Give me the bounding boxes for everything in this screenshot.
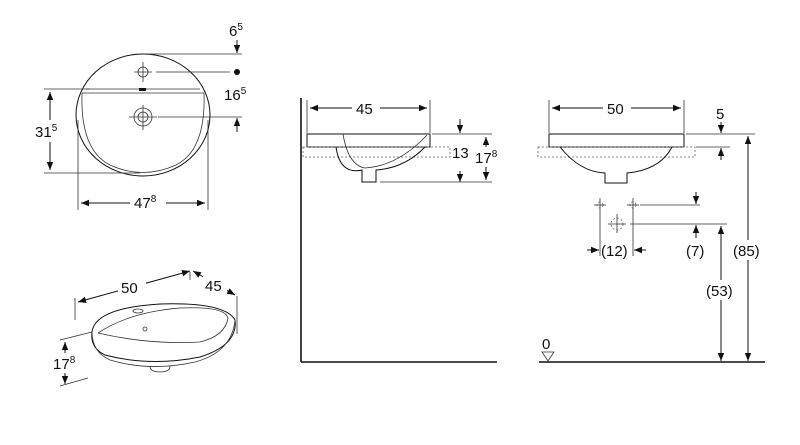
dim-supply-height: (53)	[706, 283, 733, 300]
drain-outlet-icon	[608, 214, 626, 233]
dim-top-width: 478	[134, 194, 157, 212]
dim-top-depth: 315	[35, 123, 58, 141]
dim-bowl-depth: 13	[452, 145, 469, 162]
countertop-outline	[302, 146, 451, 158]
level-marker-icon	[541, 351, 555, 362]
basin-rim-front	[548, 133, 685, 148]
basin-perspective-outline	[91, 303, 236, 362]
dim-perspective-depth: 45	[205, 278, 222, 295]
reference-dot-icon	[234, 69, 240, 75]
dim-side-depth: 45	[356, 101, 373, 118]
perspective-view: 50 45 178	[50, 270, 238, 387]
tap-hole-icon	[134, 62, 152, 82]
side-view: 45 13 178	[300, 98, 503, 363]
supply-valve-icon	[594, 198, 606, 212]
dim-supply-offset: (7)	[686, 243, 704, 260]
supply-valve-icon	[627, 198, 639, 212]
top-view: 65 165 315 478	[30, 22, 247, 213]
basin-bowl	[81, 92, 205, 173]
floor-level-label: 0	[542, 336, 550, 353]
dim-perspective-length: 50	[121, 280, 138, 297]
dim-perspective-height: 178	[53, 355, 76, 373]
basin-rim-side	[306, 133, 431, 148]
drain-icon	[129, 105, 157, 130]
dim-front-width: 50	[607, 101, 624, 118]
dim-mounting-height: (85)	[733, 243, 760, 260]
front-view: 50 5 (12) (7)	[537, 98, 767, 363]
dim-side-total-height: 178	[475, 149, 498, 167]
tap-hole-icon	[132, 308, 144, 314]
dim-rim-height: 5	[716, 106, 724, 123]
dim-tap-to-drain: 165	[224, 86, 247, 104]
dim-supply-spacing: (12)	[601, 243, 628, 260]
dim-tap-offset: 65	[229, 22, 243, 40]
